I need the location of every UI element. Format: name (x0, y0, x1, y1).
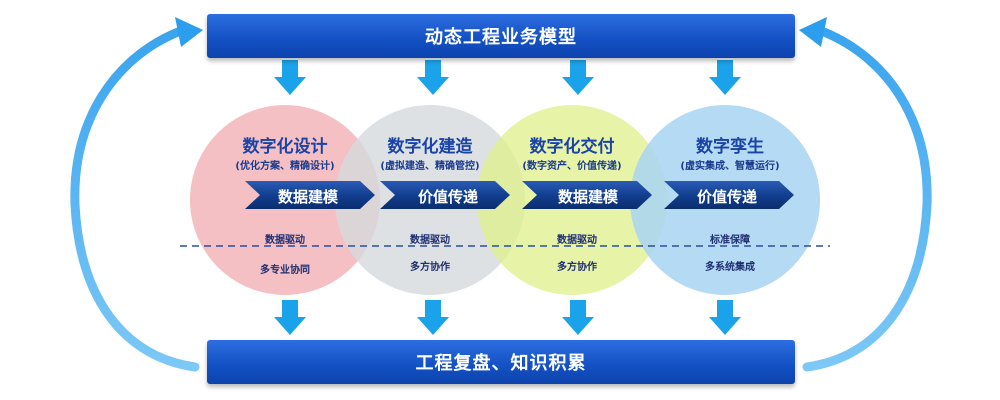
chevron-label-twin: 价值传递 (696, 188, 757, 206)
down-arrow-top-twin (709, 60, 741, 95)
stage-subtitle-design: (优化方案、精确设计) (235, 161, 335, 172)
left-loop-arrow-head (175, 17, 203, 47)
note-upper-design: 数据驱动 (265, 235, 305, 246)
stage-title-twin: 数字孪生 (696, 137, 764, 157)
right-loop-arrow (802, 27, 932, 372)
chevron-design (245, 181, 375, 209)
bottom-banner-title: 工程复盘、知识积累 (415, 353, 587, 374)
left-loop-arrow (70, 27, 200, 372)
stage-title-design: 数字化设计 (242, 137, 328, 157)
down-arrow-bottom-construction (417, 300, 449, 335)
right-loop-arrow-head (799, 17, 827, 47)
down-arrow-bottom-twin (709, 300, 741, 335)
stage-title-delivery: 数字化交付 (529, 137, 615, 157)
chevron-label-delivery: 数据建模 (557, 188, 618, 206)
note-lower-design: 多专业协同 (260, 265, 310, 276)
chevron-delivery (522, 181, 652, 209)
stage-title-construction: 数字化建造 (387, 137, 473, 157)
chevron-label-construction: 价值传递 (417, 188, 478, 206)
note-lower-twin: 多系统集成 (705, 262, 755, 273)
down-arrow-top-design (274, 60, 306, 95)
down-arrow-top-construction (417, 60, 449, 95)
chevron-construction (380, 181, 510, 209)
chevron-label-design: 数据建模 (277, 188, 338, 206)
note-lower-construction: 多方协作 (410, 262, 450, 273)
note-upper-construction: 数据驱动 (410, 235, 450, 246)
note-upper-twin: 标准保障 (710, 235, 750, 246)
top-banner-title: 动态工程业务模型 (425, 27, 577, 48)
note-upper-delivery: 数据驱动 (557, 235, 597, 246)
down-arrow-top-delivery (562, 60, 594, 95)
stage-subtitle-construction: (虚拟建造、精确管控) (380, 161, 480, 172)
stage-subtitle-twin: (虚实集成、智慧运行) (680, 161, 780, 172)
stage-subtitle-delivery: (数字资产、价值传递) (522, 161, 622, 172)
down-arrow-bottom-delivery (562, 300, 594, 335)
bottom-banner: 工程复盘、知识积累 (207, 340, 795, 384)
down-arrow-bottom-design (274, 300, 306, 335)
note-lower-delivery: 多方协作 (557, 262, 597, 273)
top-banner: 动态工程业务模型 (207, 14, 795, 58)
chevron-twin (664, 181, 794, 209)
